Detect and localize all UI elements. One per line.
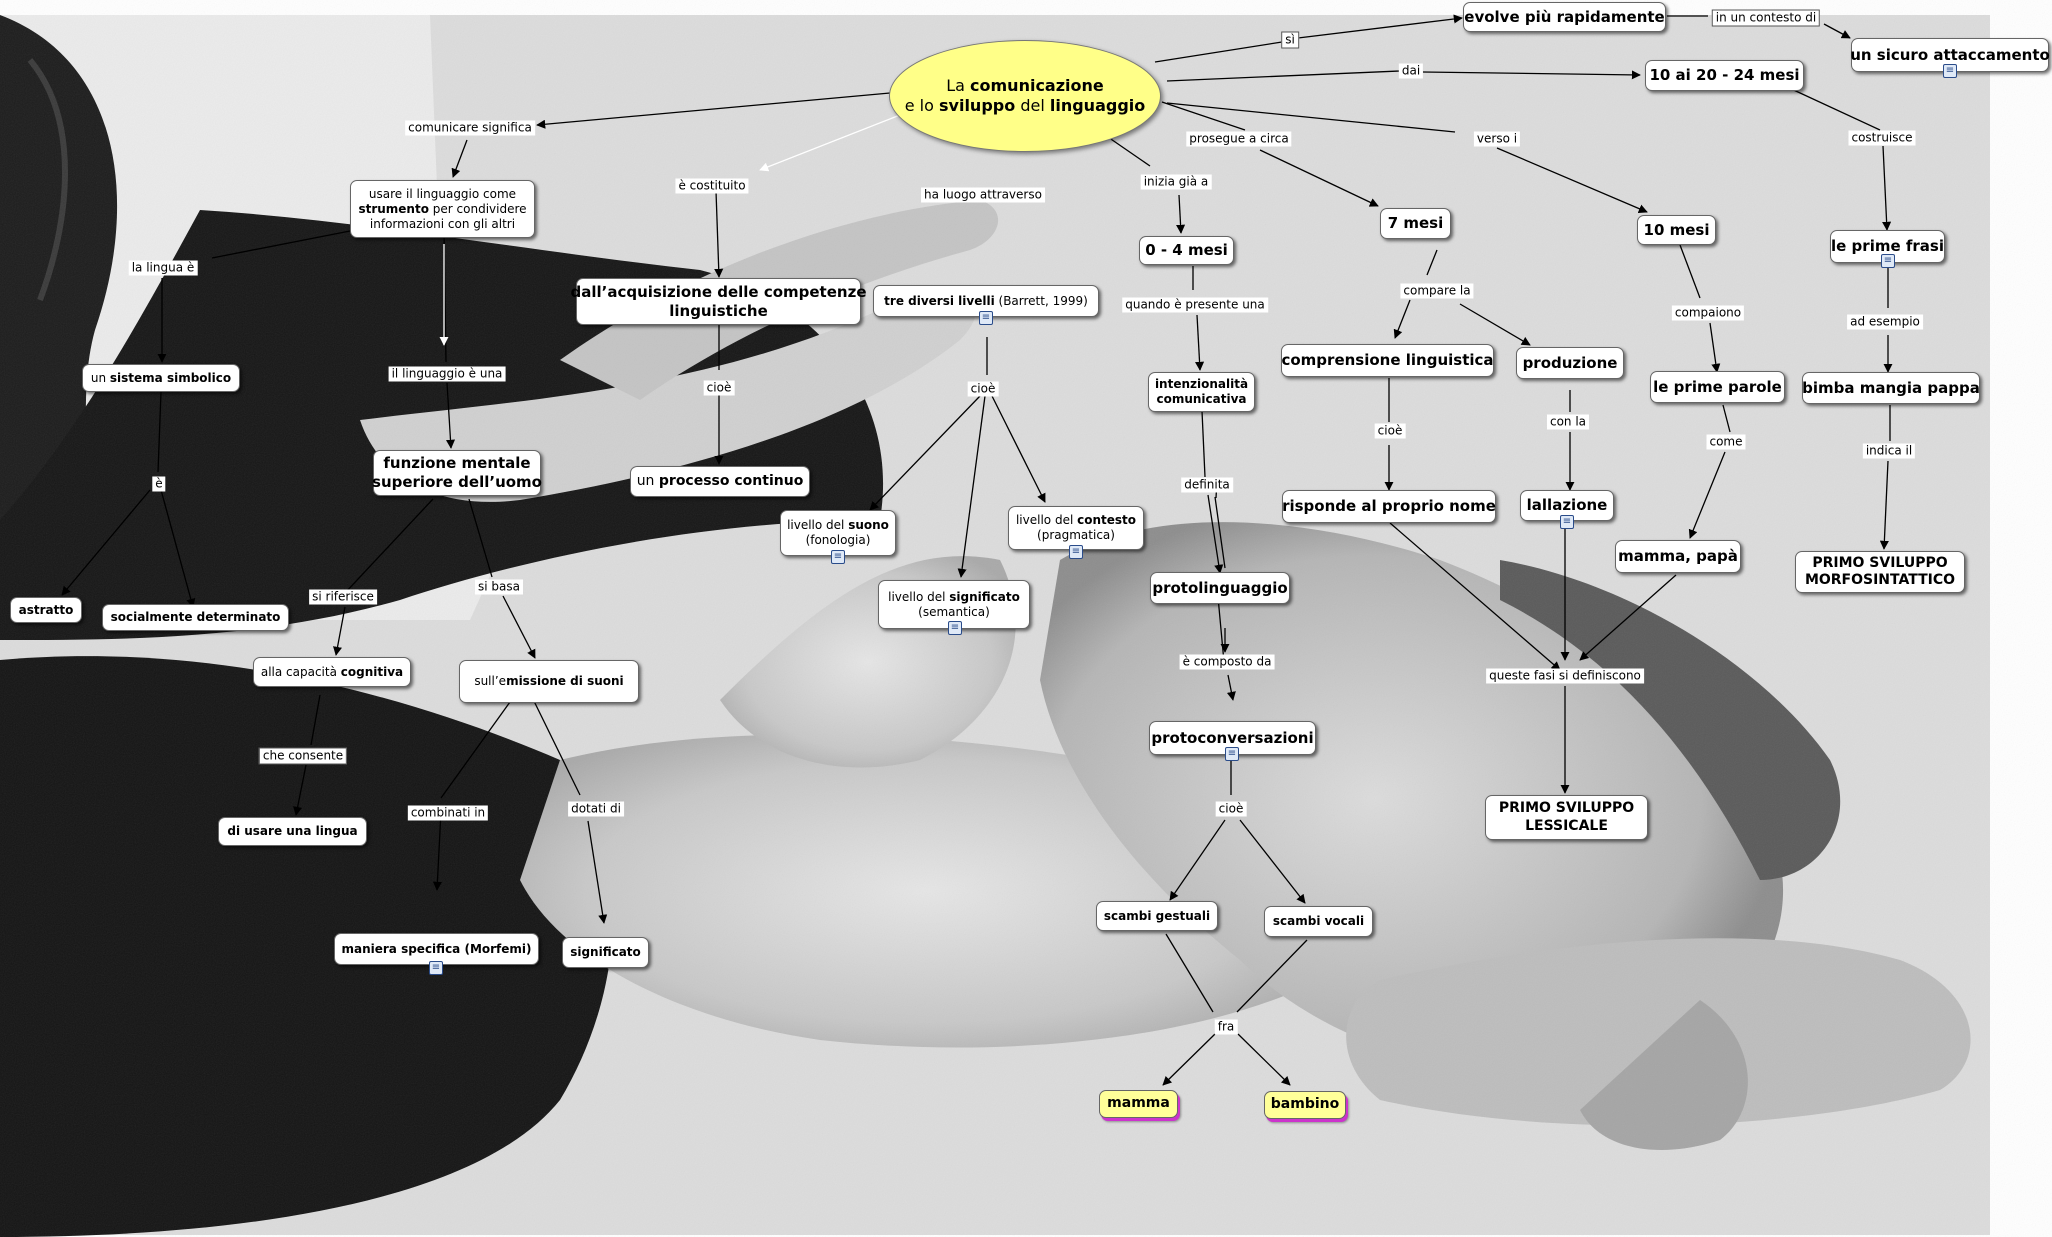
link-label: prosegue a circa	[1186, 131, 1292, 147]
link-label: cioè	[1215, 801, 1247, 817]
link-label: compare la	[1400, 283, 1474, 299]
node-usare-lingua[interactable]: di usare una lingua	[218, 817, 367, 846]
link-label: si riferisce	[309, 589, 377, 605]
attachment-icon[interactable]	[1069, 545, 1083, 559]
link-label: come	[1706, 434, 1746, 450]
attachment-icon[interactable]	[979, 311, 993, 325]
link-label: fra	[1214, 1019, 1238, 1035]
link-label: indica il	[1862, 443, 1916, 459]
node-7-mesi[interactable]: 7 mesi	[1380, 208, 1451, 239]
node-capacita-cognitiva[interactable]: alla capacità cognitiva	[253, 657, 411, 687]
node-astratto[interactable]: astratto	[10, 597, 82, 623]
link-label: ha luogo attraverso	[921, 187, 1045, 203]
root-text: La comunicazione e lo sviluppo del lingu…	[904, 76, 1146, 115]
node-scambi-gestuali[interactable]: scambi gestuali	[1096, 901, 1218, 931]
link-label: definita	[1181, 477, 1233, 493]
link-label: cioè	[967, 381, 999, 397]
link-label: costruisce	[1848, 130, 1916, 146]
attachment-icon[interactable]	[948, 621, 962, 635]
node-evolve[interactable]: evolve più rapidamente	[1463, 2, 1666, 32]
attachment-icon[interactable]	[1560, 515, 1574, 529]
link-label: la lingua è	[128, 260, 198, 276]
node-prime-parole[interactable]: le prime parole	[1650, 371, 1785, 403]
node-socialmente[interactable]: socialmente determinato	[102, 604, 289, 631]
link-label: sì	[1281, 31, 1299, 49]
node-10-24-mesi[interactable]: 10 ai 20 - 24 mesi	[1645, 60, 1804, 91]
link-label: queste fasi si definiscono	[1486, 668, 1644, 684]
link-label: è	[152, 476, 166, 492]
link-label: combinati in	[407, 805, 489, 821]
link-label: cioè	[1374, 423, 1406, 439]
link-label: con la	[1546, 414, 1590, 430]
link-label: verso i	[1473, 131, 1521, 147]
node-mamma[interactable]: mamma	[1099, 1090, 1178, 1118]
attachment-icon[interactable]	[429, 961, 443, 975]
node-emissione-suoni[interactable]: sull’emissione di suoni	[459, 660, 639, 703]
link-label: cioè	[703, 380, 735, 396]
node-bimba-mangia[interactable]: bimba mangia pappa	[1802, 372, 1980, 404]
link-label: è composto da	[1179, 654, 1275, 670]
link-label: dai	[1398, 63, 1424, 79]
node-0-4-mesi[interactable]: 0 - 4 mesi	[1139, 236, 1234, 265]
link-label: dotati di	[568, 801, 624, 817]
link-label: in un contesto di	[1711, 9, 1821, 27]
link-label: compaiono	[1671, 305, 1745, 321]
node-significato[interactable]: significato	[562, 937, 649, 968]
node-10-mesi[interactable]: 10 mesi	[1637, 215, 1716, 245]
node-bambino[interactable]: bambino	[1264, 1091, 1346, 1119]
node-scambi-vocali[interactable]: scambi vocali	[1264, 906, 1373, 937]
attachment-icon[interactable]	[1225, 747, 1239, 761]
link-label: quando è presente una	[1122, 297, 1268, 313]
node-maniera-specifica[interactable]: maniera specifica (Morfemi)	[334, 933, 539, 965]
node-sistema-simbolico[interactable]: un sistema simbolico	[82, 364, 240, 392]
attachment-icon[interactable]	[1943, 64, 1957, 78]
link-label: comunicare significa	[405, 120, 535, 136]
link-label: il linguaggio è una	[388, 366, 506, 382]
root-topic[interactable]: La comunicazione e lo sviluppo del lingu…	[889, 40, 1161, 152]
node-produzione[interactable]: produzione	[1516, 347, 1624, 379]
node-risponde-nome[interactable]: risponde al proprio nome	[1282, 490, 1496, 523]
node-comprensione[interactable]: comprensione linguistica	[1281, 344, 1494, 377]
attachment-icon[interactable]	[831, 550, 845, 564]
link-label: è costituito	[675, 178, 749, 194]
node-protolinguaggio[interactable]: protolinguaggio	[1150, 572, 1290, 604]
node-livello-contesto[interactable]: livello del contesto(pragmatica)	[1008, 506, 1144, 550]
link-label: ad esempio	[1847, 314, 1923, 330]
attachment-icon[interactable]	[1881, 254, 1895, 268]
node-processo-continuo[interactable]: un processo continuo	[630, 466, 810, 497]
node-livello-suono[interactable]: livello del suono(fonologia)	[780, 510, 896, 556]
link-label: inizia già a	[1140, 174, 1212, 190]
node-mamma-papa[interactable]: mamma, papà	[1615, 540, 1741, 573]
link-label: si basa	[475, 579, 523, 595]
link-label: che consente	[258, 747, 348, 765]
